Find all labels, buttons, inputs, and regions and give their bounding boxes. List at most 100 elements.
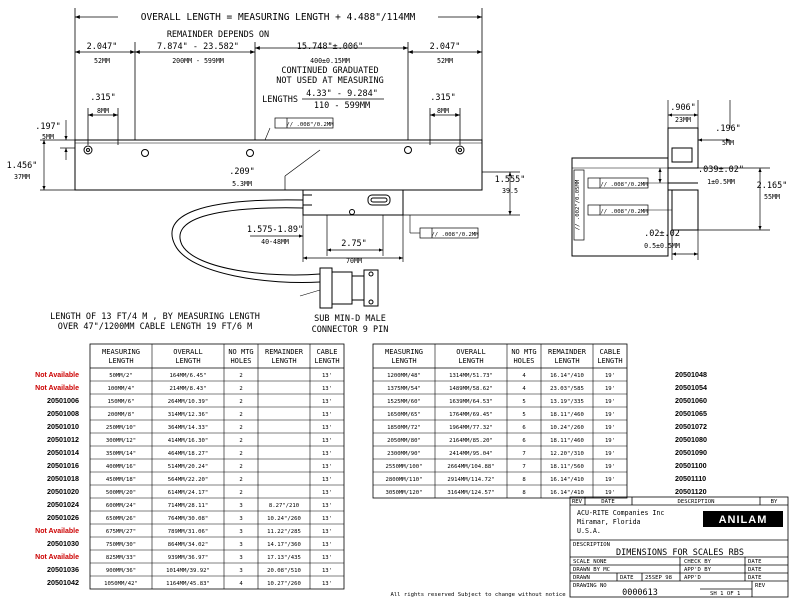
right-row-remainder: 16.14"/410: [550, 477, 584, 483]
not-available-label: Not Available: [35, 385, 79, 392]
left-row-remainder: 14.17"/360: [267, 542, 301, 548]
part-number: 20501065: [675, 409, 707, 418]
right-row-overall: 1964MM/77.32": [449, 425, 493, 431]
right-table-header-4-0: CABLE: [599, 348, 620, 356]
left-row-measuring: 200MM/8": [108, 412, 135, 418]
svg-text:ANILAM: ANILAM: [719, 514, 768, 526]
right-row-holes: 6: [522, 438, 525, 444]
left-row-holes: 2: [239, 425, 242, 431]
part-number: 20501036: [47, 565, 79, 574]
end-length-inch-left: 2.047": [87, 42, 118, 52]
left-table-header-2-1: HOLES: [230, 357, 251, 365]
part-number: 20501090: [675, 448, 707, 457]
left-row-measuring: 150MM/6": [108, 399, 135, 405]
right-table-header-2-1: HOLES: [513, 357, 534, 365]
lengths-label: LENGTHS: [262, 95, 298, 105]
right-row-measuring: 1650MM/65": [387, 412, 421, 418]
description-header: DESCRIPTION: [677, 499, 714, 505]
rev-label: REV: [755, 583, 766, 589]
date-header: DATE: [601, 499, 615, 505]
left-row-overall: 464MM/18.27": [168, 451, 208, 457]
not-used-label: NOT USED AT MEASURING: [276, 76, 383, 86]
right-row-cable: 19': [605, 438, 615, 444]
left-row-cable: 13': [322, 451, 332, 457]
right-row-cable: 19': [605, 477, 615, 483]
left-row-cable: 13': [322, 477, 332, 483]
end-view-width-mm: 23MM: [675, 116, 691, 124]
connector-label-line-1: SUB MIN-D MALE: [314, 314, 386, 324]
part-number: 20501110: [675, 474, 706, 483]
end-view-clearance-mm: 0.5±0.5MM: [644, 242, 680, 250]
right-table-header-0-0: MEASURING: [385, 348, 423, 356]
drawn-date-label: DRAWN: [573, 575, 590, 581]
overall-length-label: OVERALL LENGTH = MEASURING LENGTH + 4.48…: [141, 12, 416, 23]
right-row-remainder: 12.20"/310: [550, 451, 584, 457]
left-table-header-4-1: LENGTH: [314, 357, 339, 365]
right-table-header-0-1: LENGTH: [391, 357, 416, 365]
part-number: 20501006: [47, 396, 79, 405]
left-row-holes: 2: [239, 451, 242, 457]
right-row-holes: 5: [522, 399, 525, 405]
left-row-holes: 3: [239, 555, 242, 561]
left-row-holes: 3: [239, 568, 242, 574]
head-height-dimension: [403, 171, 520, 216]
end-view-flatness-1: // .008"/0.2MM: [600, 182, 648, 188]
left-row-overall: 364MM/14.33": [168, 425, 208, 431]
right-row-cable: 19': [605, 464, 615, 470]
left-row-cable: 13': [322, 568, 332, 574]
end-view-step-mm: 5MM: [722, 139, 734, 147]
part-number: 20501016: [47, 461, 79, 470]
end-view-step-inch: .196": [715, 124, 741, 134]
company-country: U.S.A.: [577, 527, 601, 535]
right-row-holes: 5: [522, 412, 525, 418]
left-table-header-1-0: OVERALL: [173, 348, 203, 356]
head-offset-mm: 40-48MM: [261, 238, 289, 246]
part-number: 20501018: [47, 474, 79, 483]
end-view-flatness-vertical: // .002"/0.05MM: [575, 179, 581, 230]
right-row-measuring: 2800MM/110": [385, 477, 422, 483]
right-table-header-2-0: NO MTG: [511, 348, 536, 356]
left-row-cable: 13': [322, 373, 332, 379]
part-numbers-right: 2050104820501054205010602050106520501072…: [675, 370, 707, 496]
remainder-range-inch: 7.874" - 23.582": [157, 42, 239, 52]
approved-by-label: APP'D BY: [684, 567, 712, 573]
hole-offset-inch-left: .315": [90, 93, 116, 103]
right-row-overall: 1764MM/69.45": [449, 412, 493, 418]
mount-offset-inch: .197": [35, 122, 61, 132]
left-row-overall: 314MM/12.36": [168, 412, 208, 418]
remainder-depends-label: REMAINDER DEPENDS ON: [167, 30, 269, 40]
approved-date-label: APP'D: [684, 575, 701, 581]
drawn-date-value: 25SEP 98: [645, 575, 673, 581]
part-number: 20501072: [675, 422, 707, 431]
scale-body-side-view: [74, 139, 483, 191]
company-city: Miramar, Florida: [577, 518, 641, 526]
graduated-pitch-inch: 15.748"±.006": [297, 42, 364, 52]
height-dimension-lines: [40, 120, 75, 191]
left-row-cable: 13': [322, 425, 332, 431]
left-row-overall: 264MM/10.39": [168, 399, 208, 405]
left-row-holes: 3: [239, 503, 242, 509]
hole-offset-mm-left: 8MM: [97, 107, 109, 115]
left-row-overall: 939MM/36.97": [168, 555, 208, 561]
left-row-measuring: 350MM/14": [106, 451, 136, 457]
right-row-measuring: 2550MM/100": [385, 464, 422, 470]
left-row-cable: 13': [322, 542, 332, 548]
left-table-header-1-1: LENGTH: [175, 357, 200, 365]
end-view-flatness-2: // .008"/0.2MM: [600, 209, 648, 215]
copyright-note: All rights reserved Subject to change wi…: [390, 592, 566, 598]
left-row-measuring: 50MM/2": [109, 373, 133, 379]
right-table-header-3-0: REMAINDER: [548, 348, 587, 356]
part-number: 20501054: [675, 383, 707, 392]
left-row-cable: 13': [322, 412, 332, 418]
right-row-remainder: 10.24"/260: [550, 425, 584, 431]
part-number: 20501080: [675, 435, 707, 444]
right-row-cable: 19': [605, 451, 615, 457]
cable-note-line-2: OVER 47"/1200MM CABLE LENGTH 19 FT/6 M: [58, 322, 252, 332]
left-row-holes: 3: [239, 529, 242, 535]
right-row-remainder: 16.14"/410: [550, 373, 584, 379]
sheet-label: SH 1 OF 1: [710, 591, 740, 597]
head-gap-mm: 5.3MM: [232, 180, 252, 188]
right-row-overall: 2914MM/114.72": [447, 477, 494, 483]
left-row-remainder: 17.13"/435: [267, 555, 301, 561]
